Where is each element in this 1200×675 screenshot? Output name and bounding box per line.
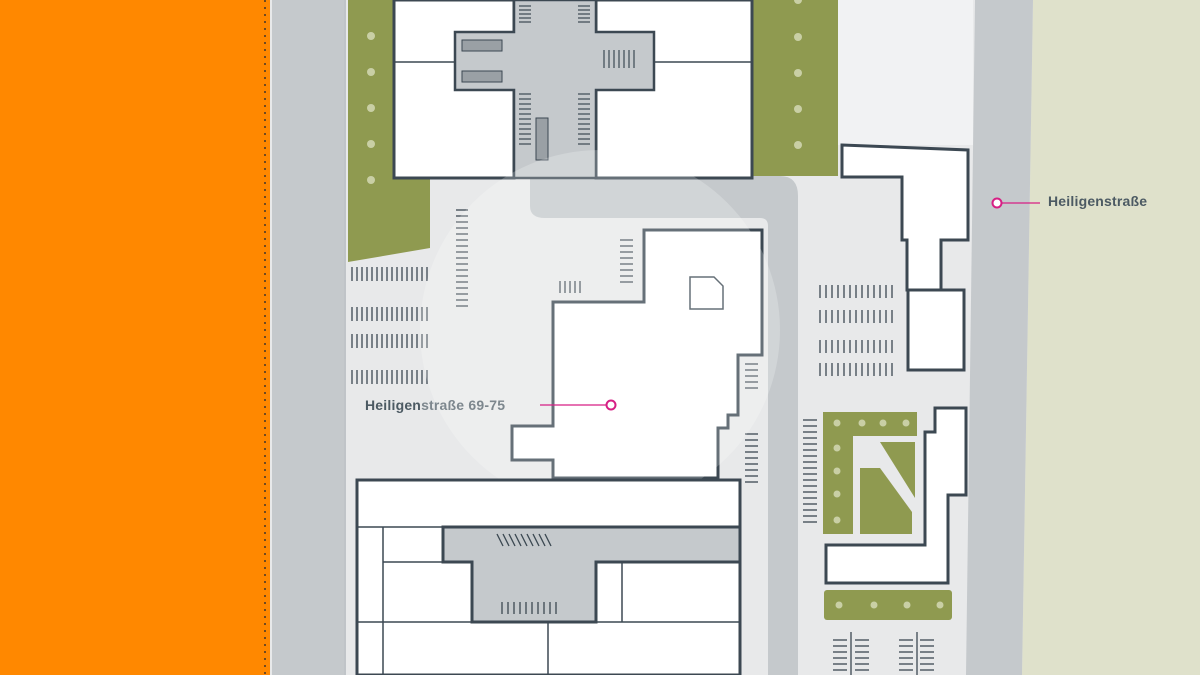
heiligenstrasse-road bbox=[966, 0, 1033, 675]
courtyard-parking-marks bbox=[519, 5, 635, 145]
cross-courtyard bbox=[453, 0, 656, 180]
left-parking-marks bbox=[351, 209, 468, 384]
street-label-text: Heiligenstraße bbox=[1048, 193, 1148, 209]
green-strip-right bbox=[752, 0, 838, 176]
right-parking-poles bbox=[850, 632, 918, 675]
right-green-courtyard bbox=[823, 412, 917, 534]
right-green-dots bbox=[833, 419, 910, 524]
tree-dots-left bbox=[367, 32, 375, 184]
inner-access-road bbox=[530, 176, 798, 675]
right-green-wedge bbox=[860, 468, 912, 534]
green-strip-left bbox=[348, 0, 430, 262]
property-highlight-circle bbox=[420, 150, 780, 510]
courtyard-parking-slots bbox=[461, 39, 549, 161]
upper-right-lot bbox=[838, 0, 973, 145]
property-label[interactable]: Heiligenstraße 69-75 bbox=[365, 397, 505, 413]
property-roof-structure bbox=[689, 276, 724, 310]
right-green-triangle bbox=[880, 442, 915, 498]
right-green-strip-dots bbox=[835, 601, 944, 609]
street-marker[interactable] bbox=[991, 197, 1041, 209]
outer-field bbox=[1022, 0, 1200, 675]
street-label[interactable]: Heiligenstraße bbox=[1048, 193, 1147, 209]
right-green-strip bbox=[824, 590, 952, 620]
property-parking-marks bbox=[559, 239, 758, 483]
location-ring-icon[interactable] bbox=[991, 197, 1003, 209]
lower-building-dividers bbox=[357, 526, 740, 675]
tree-dots-right bbox=[794, 0, 802, 149]
property-marker[interactable] bbox=[540, 399, 617, 411]
property-label-main: Heiligen bbox=[365, 397, 422, 413]
left-road bbox=[272, 0, 344, 675]
property-label-address: straße 69-75 bbox=[421, 397, 506, 413]
right-building-middle bbox=[906, 288, 966, 372]
lower-parking-marks bbox=[496, 533, 557, 614]
location-ring-icon[interactable] bbox=[605, 399, 617, 411]
right-building-lower bbox=[824, 406, 968, 585]
right-parking-marks bbox=[803, 285, 934, 671]
orange-zone bbox=[0, 0, 270, 675]
